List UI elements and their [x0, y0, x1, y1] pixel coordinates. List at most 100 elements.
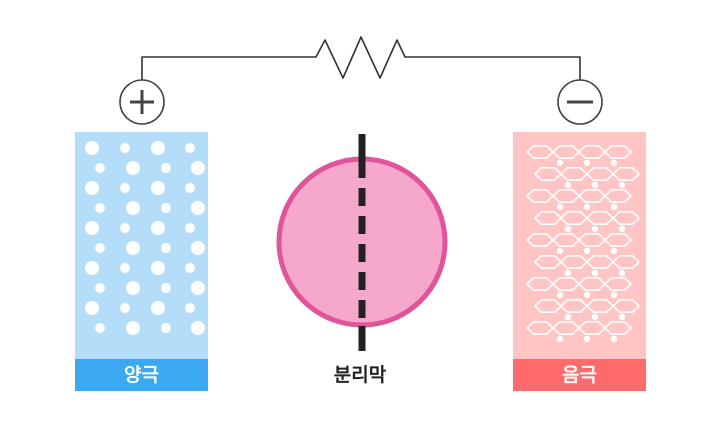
cathode-ion: [556, 203, 564, 211]
cathode-ion: [556, 291, 564, 299]
cathode-label-bar: [513, 359, 646, 391]
anode-particle: [191, 241, 205, 255]
cathode-ion: [583, 291, 591, 299]
cathode-hexagon: [603, 233, 633, 247]
cathode-hexagon: [533, 298, 563, 314]
cathode-ion: [610, 203, 618, 211]
anode-particle: [126, 241, 140, 255]
cathode-hexagon: [611, 298, 641, 314]
cathode-hexagon: [603, 320, 633, 336]
cathode-ion: [591, 225, 599, 233]
cathode-ion: [564, 269, 572, 277]
cathode-hexagon: [551, 145, 581, 159]
separator-label: 분리막: [333, 364, 387, 386]
anode-particle: [120, 303, 130, 313]
anode-panel: [75, 132, 208, 360]
cathode-ion: [610, 247, 618, 255]
anode-particle: [185, 303, 195, 313]
cathode-hexagon: [559, 167, 589, 181]
anode-label: 양극: [124, 364, 159, 386]
negative-terminal: [557, 79, 603, 125]
cathode-ion: [564, 225, 572, 233]
cathode-hexagon: [525, 276, 555, 292]
cathode-graphite-layers: [525, 145, 641, 343]
cathode-hexagon: [551, 320, 581, 336]
cathode-hexagon: [525, 189, 555, 203]
cathode-label: 음극: [562, 364, 597, 386]
cathode-hexagon: [577, 189, 607, 203]
anode-particle: [126, 161, 140, 175]
cathode-hexagon: [603, 145, 633, 159]
cathode-ion: [610, 291, 618, 299]
cathode-ion: [610, 159, 618, 167]
anode-particle: [185, 223, 195, 233]
anode-label-bar: [75, 359, 208, 391]
cathode-ion: [591, 181, 599, 189]
anode-particle: [151, 181, 165, 195]
cathode-hexagon: [559, 211, 589, 225]
anode-particle: [151, 141, 165, 155]
cathode-hexagon: [603, 276, 633, 292]
anode-particle: [126, 201, 140, 215]
anode-particle: [191, 201, 205, 215]
anode-particle: [85, 141, 99, 155]
cathode-ion: [610, 335, 618, 343]
cathode-ion: [583, 335, 591, 343]
cathode-hexagon: [551, 233, 581, 247]
anode-particle: [161, 283, 171, 293]
anode-particle: [191, 161, 205, 175]
anode-particle: [95, 243, 105, 253]
anode-particle: [161, 163, 171, 173]
anode-particle: [161, 243, 171, 253]
anode-particle: [85, 221, 99, 235]
positive-terminal: [119, 79, 165, 125]
anode-particle: [191, 321, 205, 335]
anode-particle: [95, 203, 105, 213]
cathode-hexagon: [577, 276, 607, 292]
cathode-hexagon: [551, 189, 581, 203]
cathode-ion: [556, 335, 564, 343]
cathode-hexagon: [603, 189, 633, 203]
anode-particle: [151, 221, 165, 235]
cathode-hexagon: [585, 211, 615, 225]
cathode-hexagon: [533, 211, 563, 225]
cathode-ion: [556, 159, 564, 167]
anode-particle: [120, 263, 130, 273]
cathode-ion: [618, 225, 626, 233]
cathode-hexagon: [611, 167, 641, 181]
anode-particle: [95, 323, 105, 333]
anode-particle: [120, 143, 130, 153]
cathode-ion: [583, 247, 591, 255]
cathode-hexagon: [525, 320, 555, 336]
cathode-hexagon: [577, 320, 607, 336]
anode-particle: [95, 283, 105, 293]
anode-particle: [95, 163, 105, 173]
cathode-hexagon: [585, 298, 615, 314]
anode-particles: [85, 141, 205, 335]
cathode-ion: [618, 269, 626, 277]
cathode-ion: [583, 159, 591, 167]
cathode-hexagon: [533, 167, 563, 181]
anode-particle: [85, 181, 99, 195]
cathode-ion: [618, 181, 626, 189]
anode-particle: [120, 223, 130, 233]
anode-particle: [151, 301, 165, 315]
cathode-ion: [591, 269, 599, 277]
cathode-ion: [583, 203, 591, 211]
cathode-hexagon: [577, 145, 607, 159]
anode-particle: [126, 281, 140, 295]
cathode-ion: [564, 313, 572, 321]
cathode-hexagon: [559, 255, 589, 270]
anode-particle: [85, 301, 99, 315]
cathode-hexagon: [559, 298, 589, 314]
cathode-ion: [564, 181, 572, 189]
cathode-hexagon: [577, 233, 607, 247]
anode-particle: [161, 323, 171, 333]
cathode-hexagon: [611, 255, 641, 270]
anode-particle: [151, 261, 165, 275]
anode-particle: [185, 183, 195, 193]
anode-particle: [185, 263, 195, 273]
cathode-ion: [618, 313, 626, 321]
cathode-hexagon: [525, 233, 555, 247]
